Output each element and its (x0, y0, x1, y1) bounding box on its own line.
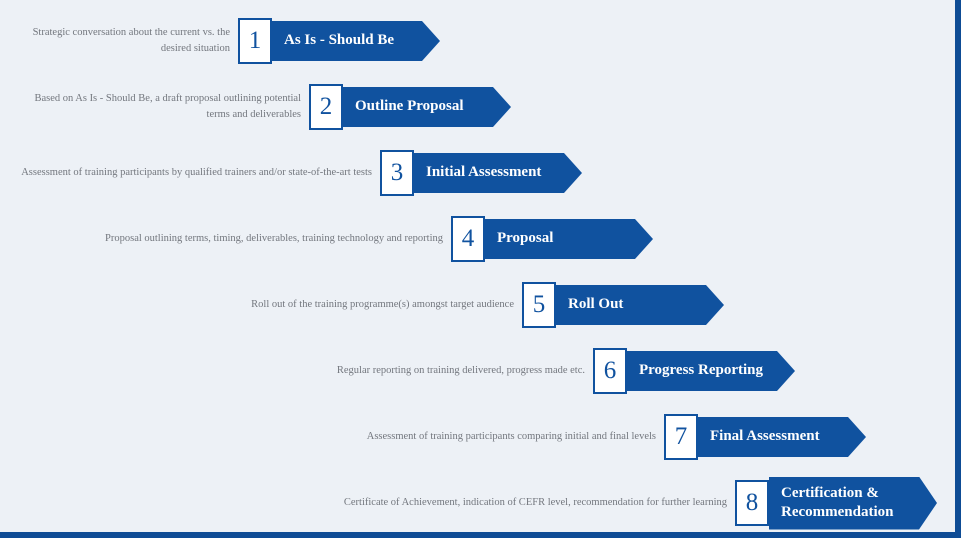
step-description: Assessment of training participants by q… (21, 167, 372, 179)
step-number: 2 (319, 93, 333, 120)
step-number: 4 (461, 225, 475, 252)
step-description: Proposal outlining terms, timing, delive… (105, 233, 443, 245)
step-number: 5 (532, 291, 546, 318)
step-label: Progress Reporting (639, 362, 764, 379)
process-step: Certificate of Achievement, indication o… (0, 475, 961, 531)
bottom-border-bar (0, 532, 961, 538)
step-label: Proposal (497, 230, 554, 247)
step-arrow: Outline Proposal (343, 87, 511, 127)
step-arrow: Initial Assessment (414, 153, 582, 193)
step-description: Strategic conversation about the current… (32, 27, 230, 54)
process-step: Proposal outlining terms, timing, delive… (0, 211, 961, 267)
step-arrow: Final Assessment (698, 417, 866, 457)
step-label: Outline Proposal (355, 98, 464, 115)
process-step: Based on As Is - Should Be, a draft prop… (0, 79, 961, 135)
step-label: Roll Out (568, 296, 624, 313)
process-step: Regular reporting on training delivered,… (0, 343, 961, 399)
step-label: Final Assessment (710, 428, 820, 445)
step-number: 6 (603, 357, 617, 384)
step-label: Initial Assessment (426, 164, 542, 181)
step-number-box: 5 (522, 282, 556, 328)
step-description: Roll out of the training programme(s) am… (251, 299, 514, 311)
step-number-box: 4 (451, 216, 485, 262)
step-arrow: Proposal (485, 219, 653, 259)
step-number-box: 2 (309, 84, 343, 130)
step-number-box: 7 (664, 414, 698, 460)
step-number-box: 6 (593, 348, 627, 394)
step-description: Regular reporting on training delivered,… (336, 365, 585, 377)
step-description: Based on As Is - Should Be, a draft prop… (34, 93, 301, 120)
step-arrow: As Is - Should Be (272, 21, 440, 61)
step-description: Assessment of training participants comp… (366, 431, 656, 443)
step-number-box: 8 (735, 480, 769, 526)
step-number: 3 (390, 159, 404, 186)
step-arrow: Progress Reporting (627, 351, 795, 391)
step-number: 7 (674, 423, 688, 450)
step-number: 1 (248, 27, 262, 54)
step-label: As Is - Should Be (284, 32, 395, 49)
step-arrow: Certification & Recommendation (769, 477, 937, 530)
right-border-bar (955, 0, 961, 538)
process-step: Strategic conversation about the current… (0, 13, 961, 69)
step-number-box: 1 (238, 18, 272, 64)
step-label: Certification & Recommendation (781, 484, 894, 520)
step-number: 8 (745, 489, 759, 516)
step-description: Certificate of Achievement, indication o… (343, 497, 727, 509)
process-step: Roll out of the training programme(s) am… (0, 277, 961, 333)
process-step: Assessment of training participants comp… (0, 409, 961, 465)
process-step: Assessment of training participants by q… (0, 145, 961, 201)
step-arrow: Roll Out (556, 285, 724, 325)
step-number-box: 3 (380, 150, 414, 196)
